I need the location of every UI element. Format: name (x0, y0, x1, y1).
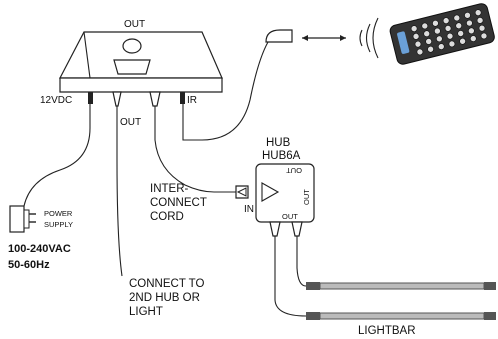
out-top-label: OUT (124, 19, 145, 30)
power-supply-label-2: SUPPLY (44, 220, 73, 229)
hub-out-bottom-label: OUT (282, 212, 298, 221)
connect-label-3: LIGHT (129, 306, 163, 318)
out-cable (116, 106, 123, 277)
connect-label-2: 2ND HUB OR (129, 292, 200, 304)
interconnect-cord (154, 106, 236, 193)
dc-label: 12VDC (40, 95, 72, 106)
power-adapter-icon (9, 205, 36, 233)
in-plug-icon (235, 185, 249, 199)
hub-model-label: HUB6A (262, 150, 301, 162)
frequency-label: 50-60Hz (8, 259, 50, 271)
lightbar-icon (306, 282, 496, 290)
voltage-label: 100-240VAC (8, 243, 71, 255)
cord-label-2: CONNECT (150, 197, 207, 209)
hub-out-top-label: OUT (286, 166, 302, 175)
ir-jack-icon (180, 92, 185, 104)
lightbar-icon (306, 312, 496, 320)
cord-label-3: CORD (150, 211, 184, 223)
lightbar-label: LIGHTBAR (358, 325, 416, 337)
ir-receiver-icon (265, 29, 293, 43)
power-supply-label-1: POWER (44, 209, 73, 218)
hub-icon (255, 163, 315, 223)
hub-port-left-icon (269, 221, 281, 237)
dc-jack-icon (88, 92, 93, 104)
hub-out-right-label: OUT (302, 189, 311, 205)
hub-in-label: IN (244, 204, 254, 215)
lightbar-cable-1 (296, 236, 307, 287)
hub-label: HUB (266, 137, 291, 149)
wireless-signal-icon (359, 17, 379, 59)
hub-port-right-icon (291, 221, 303, 237)
signal-arrow (302, 35, 346, 41)
out-bottom-label: OUT (120, 117, 141, 128)
ir-label: IR (187, 95, 197, 106)
remote-control-icon (389, 3, 495, 65)
out2-port-icon (149, 91, 161, 107)
lightbar-cable-2 (274, 236, 307, 317)
power-cable (23, 104, 91, 207)
ir-cable (182, 41, 269, 141)
cord-label-1: INTER- (150, 183, 189, 195)
controller-box-icon (59, 31, 223, 93)
connect-label-1: CONNECT TO (129, 278, 204, 290)
out-port-icon (112, 91, 122, 107)
